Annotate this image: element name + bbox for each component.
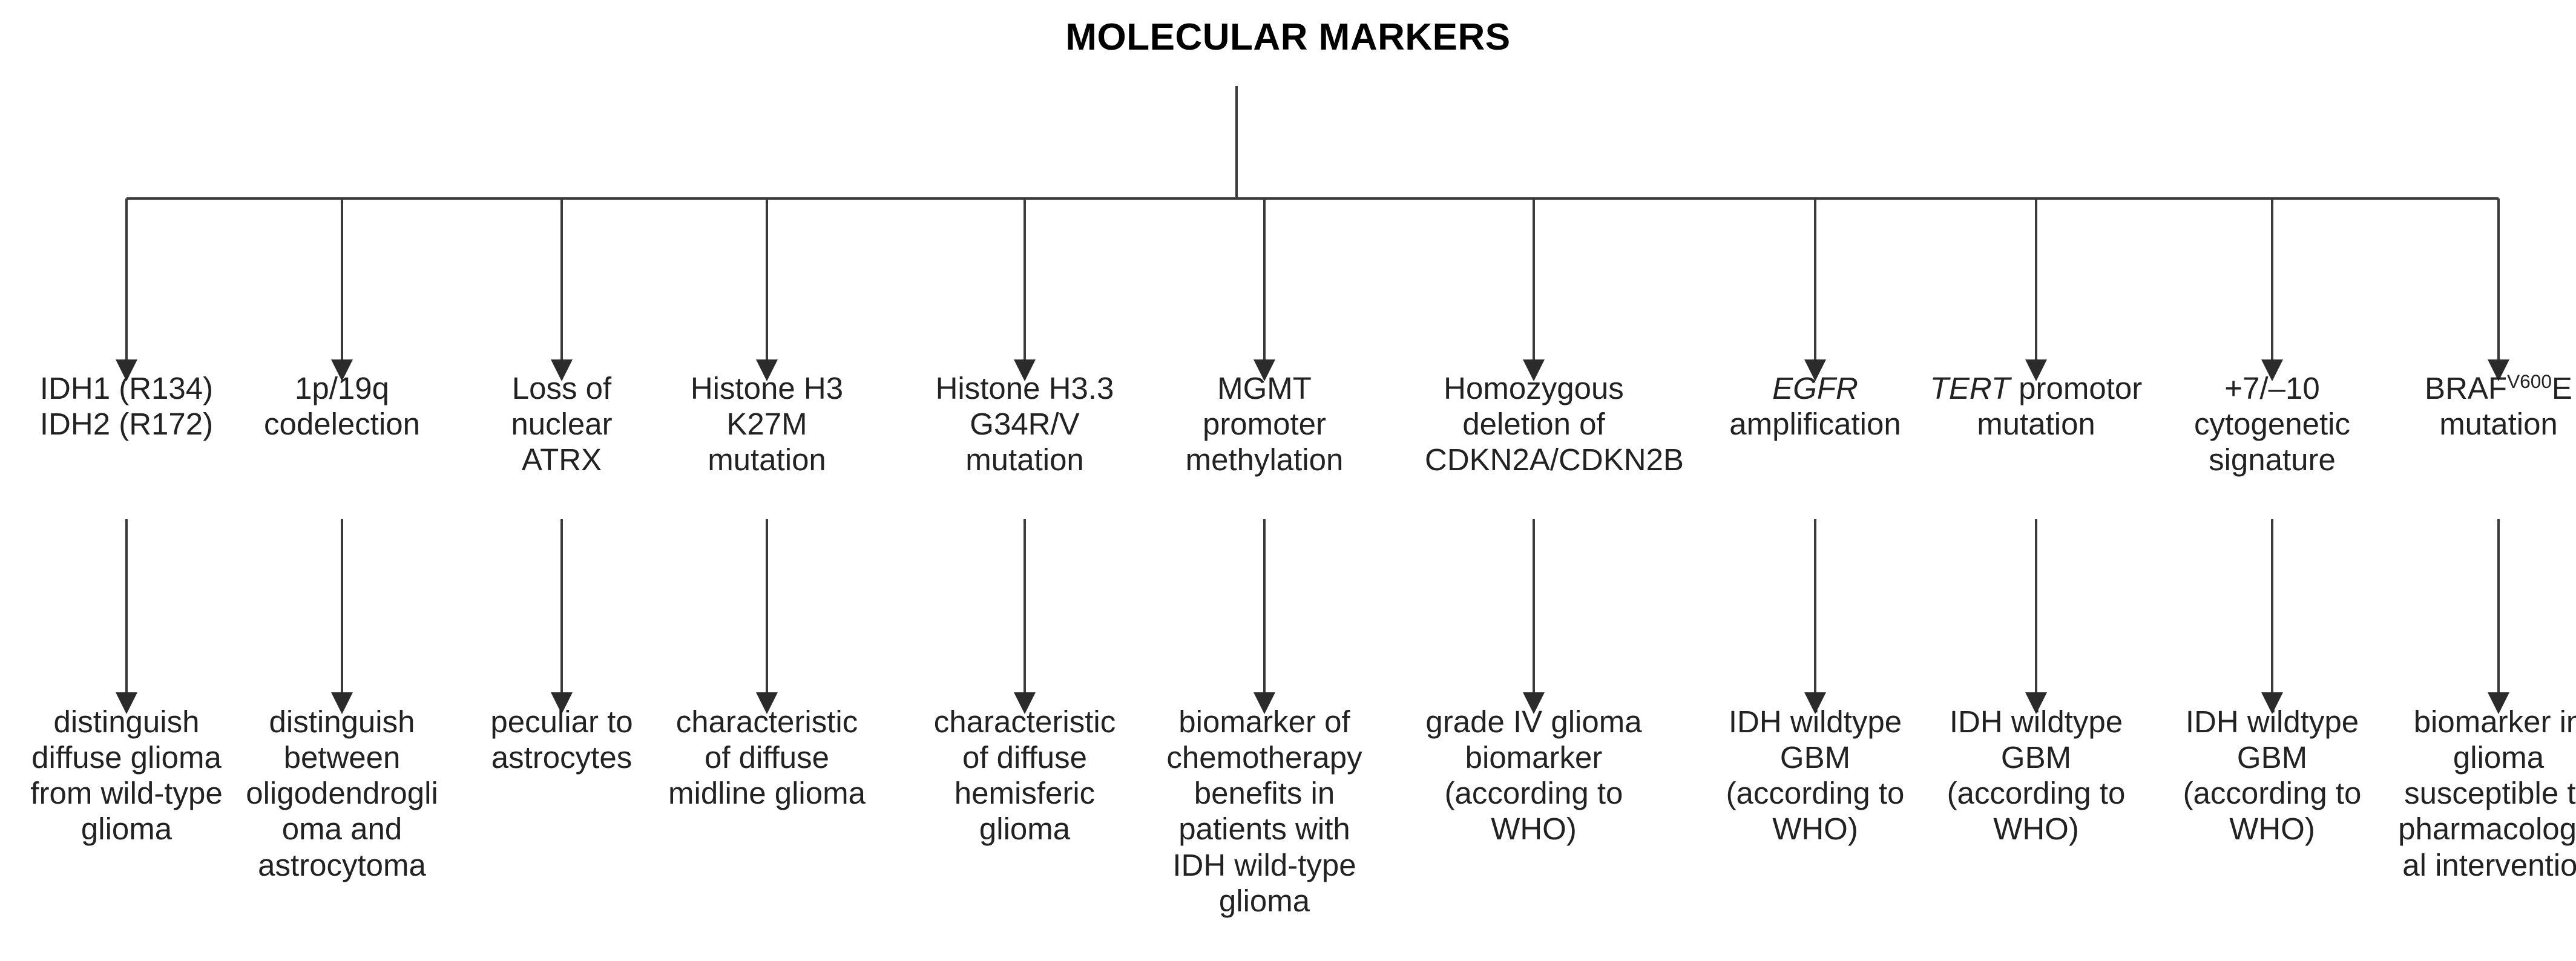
description-line: IDH wild-type [1172, 847, 1356, 882]
marker-line: BRAFV600E [2425, 370, 2572, 405]
description-line: between [283, 740, 401, 775]
description-line: (according to [2183, 776, 2362, 811]
description-line: oligodendrogli [246, 776, 438, 811]
marker-line: ATRX [521, 442, 602, 477]
marker-line: +7/–10 [2224, 371, 2320, 405]
description-line: (according to [1444, 776, 1623, 811]
description-line: peculiar to [490, 704, 633, 739]
marker-line: EGFR [1706, 370, 1924, 406]
description-line: WHO) [1772, 812, 1858, 847]
description-line: biomarker in [2413, 704, 2576, 739]
marker-line: Histone H3 [690, 371, 844, 405]
marker-line: methylation [1185, 442, 1344, 477]
description-line: GBM [2236, 740, 2308, 775]
description-line: patients with [1178, 812, 1350, 847]
description-line: IDH wildtype [1728, 704, 1902, 739]
marker-line: cytogenetic [2194, 407, 2350, 442]
description-line: GBM [2000, 740, 2072, 775]
description-line: midline glioma [668, 776, 866, 811]
description-line: al intervention [2402, 847, 2576, 882]
description-line: hemisferic [954, 776, 1096, 811]
description-line: biomarker of [1178, 704, 1350, 739]
description-line: oma and [281, 812, 402, 847]
description-line: glioma [2453, 740, 2545, 775]
description-line: glioma [979, 812, 1071, 847]
marker-line: promoter [1202, 407, 1327, 442]
gene-name-italic: EGFR [1772, 371, 1858, 405]
description-line: biomarker [1465, 740, 1603, 775]
marker-line: IDH2 (R172) [39, 407, 214, 442]
description-line: characteristic [933, 704, 1116, 739]
description-line: glioma [80, 812, 172, 847]
description-line: of diffuse [962, 740, 1088, 775]
description-line: WHO) [2229, 812, 2315, 847]
description-line: of diffuse [704, 740, 830, 775]
description-line: IDH wildtype [1949, 704, 2123, 739]
description-line: diffuse glioma [31, 740, 222, 775]
description-line: from wild-type [30, 776, 223, 811]
marker-line: codelection [263, 407, 420, 442]
marker-label-idh: IDH1 (R134)IDH2 (R172) [18, 370, 235, 442]
description-line: astrocytes [491, 740, 632, 775]
marker-line: Histone H3.3 [935, 371, 1114, 405]
description-line: chemotherapy [1166, 740, 1362, 775]
description-line: grade IV glioma [1425, 704, 1642, 739]
description-line: GBM [1779, 740, 1851, 775]
superscript: V600 [2507, 370, 2552, 392]
marker-line: mutation [965, 442, 1084, 477]
description-line: benefits in [1194, 776, 1335, 811]
marker-line: IDH1 (R134) [39, 371, 214, 405]
description-line: characteristic [675, 704, 858, 739]
marker-line: mutation [1977, 407, 2095, 442]
description-line: (according to [1947, 776, 2126, 811]
marker-line: amplification [1729, 407, 1901, 442]
description-line: glioma [1218, 883, 1310, 918]
description-line: astrocytoma [258, 847, 426, 882]
description-line: distinguish [269, 704, 415, 739]
marker-line: TERT promotor [1930, 371, 2143, 405]
marker-line: Homozygous [1444, 371, 1624, 405]
gene-name-italic: TERT [1930, 371, 2010, 405]
description-line: (according to [1726, 776, 1905, 811]
marker-line: nuclear [511, 407, 613, 442]
marker-line: MGMT [1217, 371, 1312, 405]
marker-line: G34R/V [970, 407, 1080, 442]
marker-line: 1p/19q [295, 371, 389, 405]
description-line: WHO) [1491, 812, 1577, 847]
marker-line: signature [2209, 442, 2336, 477]
description-line: distinguish [53, 704, 200, 739]
marker-line: mutation [2439, 407, 2558, 442]
page-title: MOLECULAR MARKERS [1065, 16, 1511, 58]
description-line: susceptible to [2404, 776, 2576, 811]
description-line: IDH wildtype [2185, 704, 2359, 739]
marker-line: Loss of [511, 371, 612, 405]
marker-line: mutation [708, 442, 826, 477]
description-line: WHO) [1993, 812, 2079, 847]
marker-line: K27M [726, 407, 807, 442]
description-line: pharmacologic [2398, 812, 2576, 847]
marker-line: CDKN2A/CDKN2B [1425, 442, 1684, 477]
marker-line: deletion of [1462, 407, 1605, 442]
